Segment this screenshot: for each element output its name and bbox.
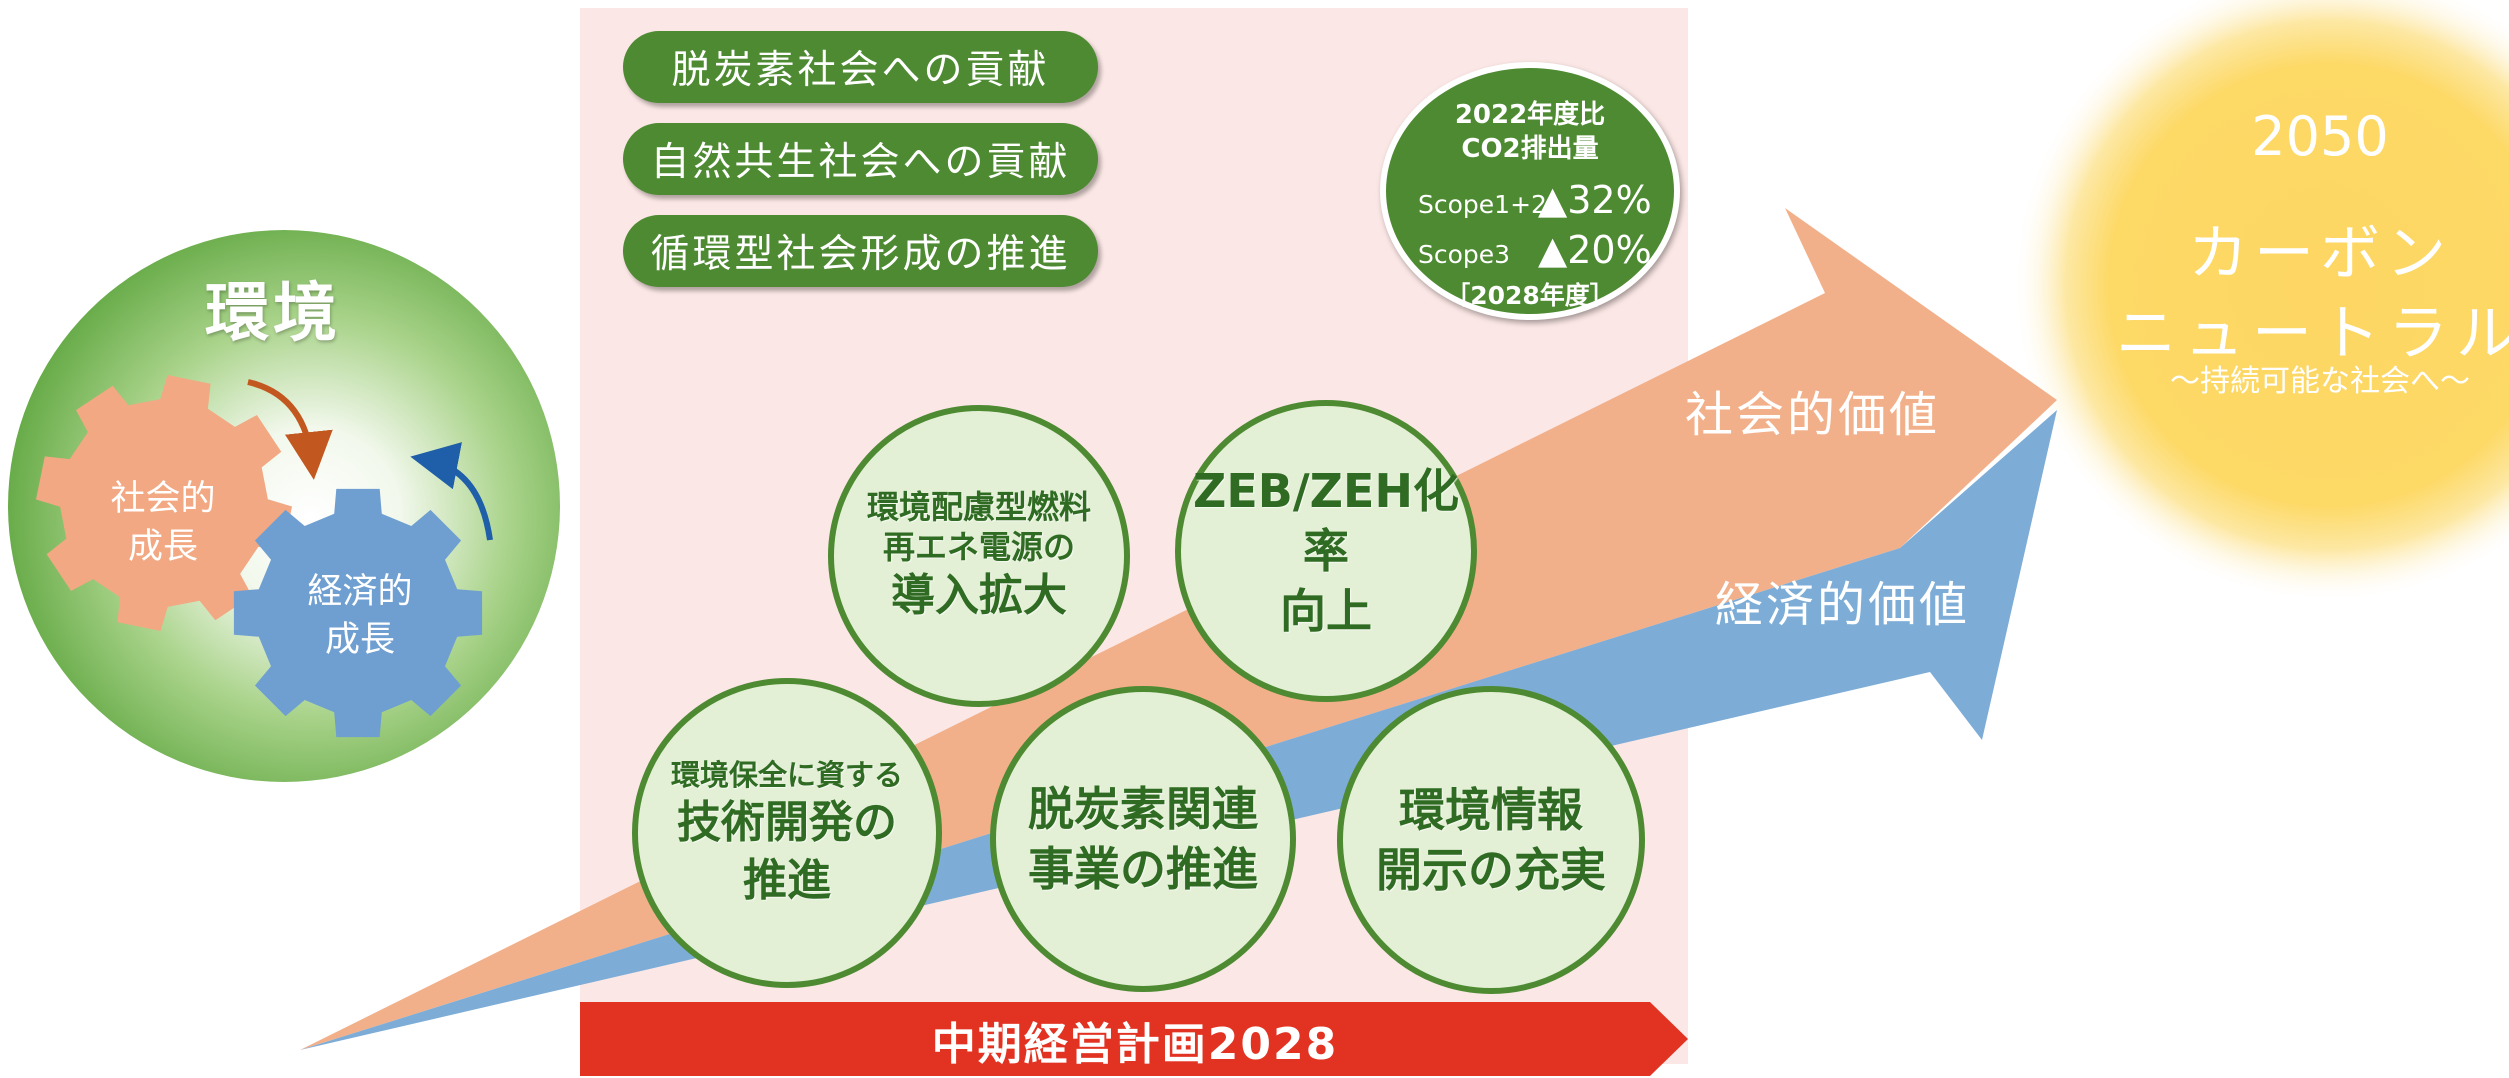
- scope3-label: Scope3: [1418, 240, 1511, 269]
- social-value-label: 社会的価値: [1685, 387, 1941, 443]
- scope12-value: ▲32%: [1538, 178, 1652, 222]
- zeb-line2: 向上: [1280, 584, 1372, 638]
- economic-value-label: 経済的価値: [1715, 577, 1971, 633]
- cycle-arrow-orange-icon: [247, 379, 333, 480]
- disclosure-line2: 開示の充実: [1376, 843, 1606, 897]
- economic-growth-line1: 経済的: [307, 572, 413, 612]
- badge-row-scope12: Scope1+2 ▲32%: [1418, 178, 1654, 222]
- zeb-line1: ZEB/ZEH化率: [1193, 464, 1459, 578]
- scope12-label: Scope1+2: [1418, 190, 1547, 219]
- social-growth-label: 社会的 成長: [98, 475, 228, 571]
- renewables-line2: 再エネ電源の: [882, 528, 1075, 566]
- decarb-line1: 脱炭素関連: [1028, 782, 1258, 836]
- initiative-disclosure: 環境情報 開示の充実: [1337, 686, 1645, 994]
- pillar-circular-society: 循環型社会形成の推進: [623, 215, 1098, 287]
- cycle-arrow-blue-icon: [410, 442, 493, 541]
- goal-subtitle: ～持続可能な社会へ～: [2170, 364, 2470, 399]
- goal-line2: ニュートラル: [2116, 299, 2509, 369]
- initiative-zeb: ZEB/ZEH化率 向上: [1175, 400, 1477, 702]
- scope3-value: ▲20%: [1538, 228, 1652, 272]
- badge-line2: CO2排出量: [1461, 134, 1599, 164]
- social-growth-gear: [36, 375, 292, 631]
- economic-growth-label: 経済的 成長: [290, 568, 430, 664]
- social-growth-line2: 成長: [127, 527, 198, 567]
- plan-label: 中期経営計画2028: [931, 1019, 1339, 1070]
- tech-line1: 環境保全に資する: [670, 758, 903, 792]
- economic-growth-gear: [233, 488, 483, 738]
- goal-year: 2050: [2251, 105, 2389, 168]
- tech-line2: 技術開発の: [677, 797, 897, 848]
- pillar-nature-coexistence: 自然共生社会への貢献: [623, 123, 1098, 195]
- badge-year: ［2028年度］: [1445, 281, 1615, 310]
- social-growth-line1: 社会的: [110, 479, 216, 519]
- goal-line1: カーボン: [2188, 219, 2452, 289]
- economic-growth-line2: 成長: [324, 620, 395, 660]
- initiative-tech: 環境保全に資する 技術開発の 推進: [632, 678, 942, 988]
- co2-target-badge: 2022年度比 CO2排出量 Scope1+2 ▲32% Scope3 ▲20%…: [1380, 62, 1680, 320]
- plan-bar: [580, 1002, 1688, 1076]
- badge-row-scope3: Scope3 ▲20%: [1418, 228, 1654, 272]
- renewables-line1: 環境配慮型燃料: [866, 488, 1091, 526]
- disclosure-line1: 環境情報: [1399, 783, 1583, 837]
- environment-title: 環境: [205, 277, 341, 351]
- badge-line1: 2022年度比: [1454, 100, 1606, 130]
- initiative-renewables: 環境配慮型燃料 再エネ電源の 導入拡大: [828, 405, 1130, 707]
- initiative-decarb-business: 脱炭素関連 事業の推進: [990, 686, 1296, 992]
- sun-circle: [2015, 0, 2509, 600]
- pillar-decarbonization: 脱炭素社会への貢献: [623, 31, 1098, 103]
- renewables-line3: 導入拡大: [891, 570, 1067, 621]
- tech-line3: 推進: [743, 855, 831, 906]
- decarb-line2: 事業の推進: [1028, 842, 1258, 896]
